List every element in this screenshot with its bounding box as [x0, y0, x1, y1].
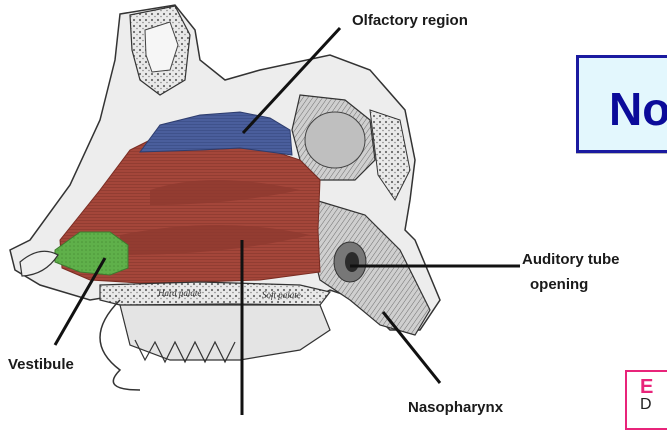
soft-palate-label: Soft palate	[262, 290, 301, 300]
nasopharynx-label: Nasopharynx	[408, 399, 503, 416]
auditory-tube-label-line2: opening	[530, 276, 588, 293]
sphenoid-sinus	[305, 112, 365, 168]
upper-jaw	[120, 305, 330, 360]
auditory-tube-label: Auditory tube	[522, 251, 620, 268]
side-note-body: D	[640, 396, 652, 414]
vestibule-label: Vestibule	[8, 356, 74, 373]
title-text: No	[609, 84, 667, 134]
olfactory-region-label: Olfactory region	[352, 12, 468, 29]
title-box: No	[576, 55, 667, 153]
nasal-cavity-diagram: Hard palate Soft palate Olfactory region…	[0, 0, 667, 415]
side-note-box: E D	[625, 370, 667, 430]
hard-palate-label: Hard palate	[157, 288, 201, 298]
auditory-tube-hole	[345, 252, 359, 272]
anatomy-illustration: Hard palate Soft palate	[0, 0, 667, 415]
